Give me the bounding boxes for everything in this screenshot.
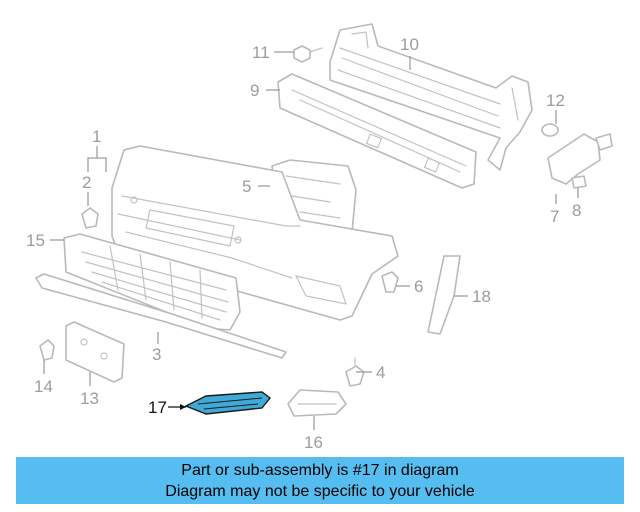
callout-13: 13: [80, 389, 99, 408]
callout-16: 16: [304, 433, 323, 452]
callout-3: 3: [152, 345, 161, 364]
parts-diagram: 1 2 3 4 5 6 7 8 9 10 11 12 13 14 15 16 1…: [26, 23, 613, 452]
part-3-lower-spoiler: [35, 273, 287, 359]
part-2-clip: [81, 207, 99, 229]
callout-12: 12: [546, 91, 565, 110]
banner-line-1: Part or sub-assembly is #17 in diagram: [181, 462, 459, 479]
callout-8: 8: [572, 201, 581, 220]
part-17-grille-insert-highlighted: [184, 391, 271, 415]
part-11-bolt: [293, 45, 323, 63]
info-banner: Part or sub-assembly is #17 in diagram D…: [16, 457, 624, 504]
part-15-grille: [63, 233, 241, 331]
callout-9: 9: [250, 81, 259, 100]
callout-18: 18: [472, 287, 491, 306]
callout-7: 7: [550, 207, 559, 226]
callout-6: 6: [414, 277, 423, 296]
part-13-plate-bracket: [65, 321, 125, 383]
banner-line-2: Diagram may not be specific to your vehi…: [165, 483, 475, 500]
leader-lines: [43, 51, 579, 430]
part-8-grommet: [571, 175, 587, 189]
callout-1: 1: [92, 127, 101, 146]
callouts: 1 2 3 4 5 6 7 8 9 10 11 12 13 14 15 16 1…: [26, 35, 581, 452]
callout-11: 11: [252, 43, 270, 62]
part-10-reinforcement-bar: [329, 23, 533, 171]
callout-10: 10: [400, 35, 419, 54]
part-7-mount: [547, 133, 613, 185]
part-18-side-trim: [427, 255, 461, 335]
part-1-bumper-cover: [111, 145, 399, 321]
part-9-absorber: [277, 73, 477, 189]
callout-15: 15: [26, 231, 45, 250]
part-12-nut: [541, 123, 559, 137]
part-16-fog-bezel: [287, 389, 347, 417]
callout-17: 17: [148, 398, 167, 417]
callout-14: 14: [34, 377, 53, 396]
part-14-clip: [39, 339, 55, 361]
part-6-screw: [381, 271, 399, 293]
callout-2: 2: [82, 173, 91, 192]
part-4-screw: [345, 357, 365, 387]
callout-5: 5: [242, 177, 251, 196]
callout-4: 4: [376, 363, 385, 382]
